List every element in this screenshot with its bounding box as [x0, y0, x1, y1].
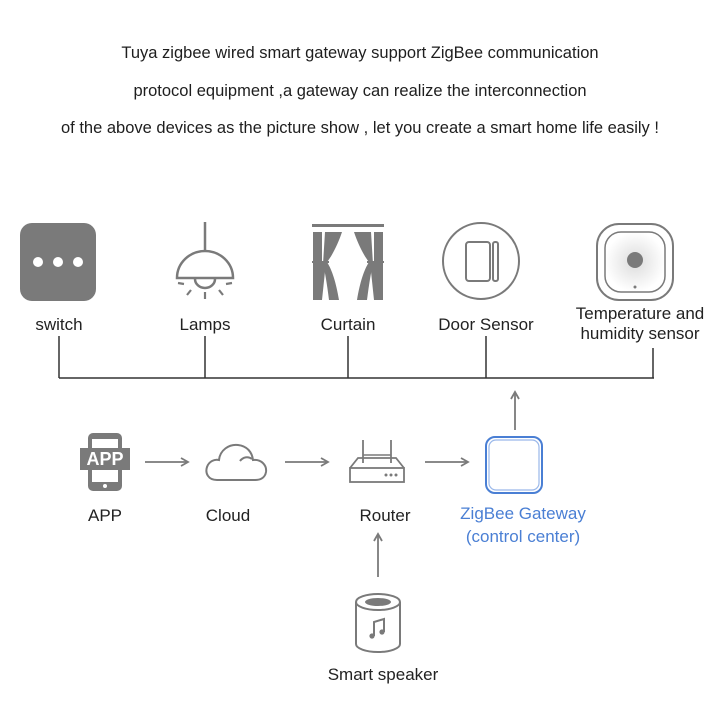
- app-icon-text: APP: [86, 449, 123, 469]
- curtain-icon: [312, 222, 384, 307]
- app-label: APP: [87, 506, 123, 525]
- temp-sensor-label-line-1: Temperature and: [575, 304, 705, 323]
- app-phone-icon: APP: [79, 432, 131, 497]
- smart-speaker-icon: [354, 592, 402, 659]
- intro-line-1: Tuya zigbee wired smart gateway support …: [121, 44, 599, 62]
- intro-line-3: of the above devices as the picture show…: [61, 119, 659, 137]
- temp-sensor-label-line-2: humidity sensor: [580, 324, 700, 343]
- router-label: Router: [359, 506, 411, 525]
- cloud-icon: [203, 440, 269, 489]
- cloud-label: Cloud: [205, 506, 251, 525]
- gateway-label-line-1: ZigBee Gateway: [460, 504, 586, 523]
- zigbee-gateway-icon: [484, 435, 544, 500]
- curtain-label: Curtain: [320, 315, 376, 334]
- intro-line-2: protocol equipment ,a gateway can realiz…: [133, 82, 587, 100]
- switch-label: switch: [35, 315, 83, 334]
- smart-speaker-label: Smart speaker: [327, 665, 439, 684]
- router-icon: [348, 438, 406, 493]
- gateway-label-line-2: (control center): [465, 527, 581, 546]
- door-sensor-label: Door Sensor: [438, 315, 534, 334]
- switch-icon: [19, 222, 97, 307]
- door-sensor-icon: [441, 221, 521, 306]
- temperature-humidity-sensor-icon: [595, 222, 675, 307]
- lamp-icon: [172, 220, 238, 307]
- lamps-label: Lamps: [179, 315, 231, 334]
